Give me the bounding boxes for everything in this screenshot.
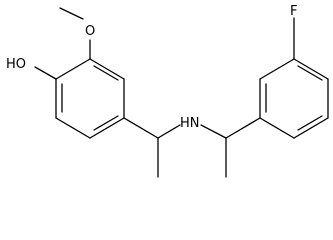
ch-to-n-bond	[157, 124, 181, 139]
n-to-ch-bond	[200, 124, 227, 139]
fluorophenyl-ring	[259, 58, 329, 139]
ring-to-ch-bond	[123, 117, 159, 139]
hydroxyl-label: HO	[6, 57, 26, 72]
methoxy-oxygen-label: O	[85, 24, 95, 39]
structure-diagram: HO O HN F	[6, 4, 329, 178]
phenol-ring	[55, 58, 125, 139]
methoxy-methyl-bond	[59, 7, 84, 20]
hydroxyl-bond	[34, 66, 57, 80]
ch-to-ring-bond	[225, 117, 261, 139]
fluorine-label: F	[290, 4, 297, 19]
amine-label: HN	[180, 116, 200, 131]
